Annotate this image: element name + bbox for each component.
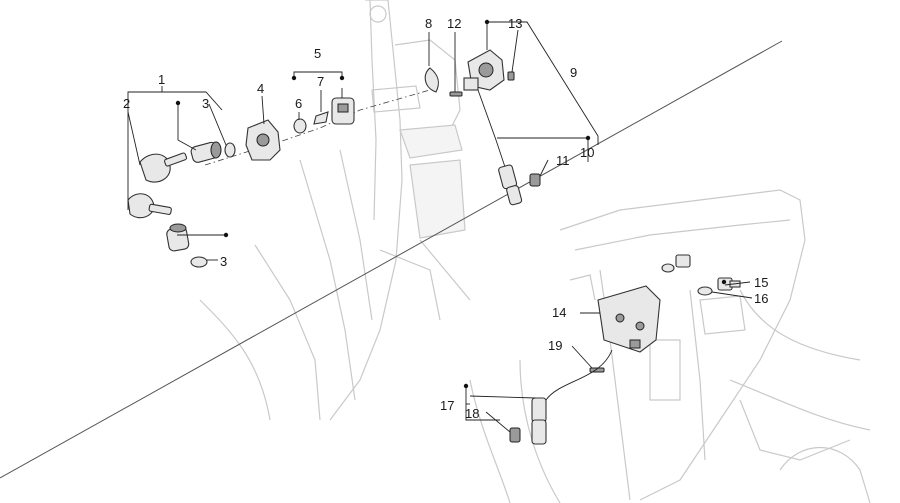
cable-clip-part-11 [529, 173, 541, 187]
callout-10: 10 [580, 145, 594, 160]
callout-bullets [175, 19, 727, 389]
callout-2: 2 [123, 96, 130, 111]
callout-8: 8 [425, 16, 432, 31]
washer-part-16 [697, 286, 713, 296]
callout-7: 7 [317, 74, 324, 89]
callout-14: 14 [552, 305, 566, 320]
callout-17: 17 [440, 398, 454, 413]
upper-bolt-and-washer [661, 254, 691, 273]
lock-cylinder-part [190, 141, 222, 163]
screw-part-12 [449, 91, 463, 97]
lower-lock-cylinder-part [166, 223, 190, 252]
callout-9: 9 [570, 65, 577, 80]
callout-leaders [127, 21, 753, 433]
callout-18: 18 [465, 406, 479, 421]
frame-background-lower [469, 189, 871, 503]
assembly-axis [204, 89, 431, 166]
washer-part-6 [293, 118, 307, 134]
callout-6: 6 [295, 96, 302, 111]
callout-5: 5 [314, 46, 321, 61]
screw-part-13 [507, 71, 515, 81]
spring-clip-part-8 [424, 67, 440, 93]
callout-11: 11 [556, 153, 570, 168]
callout-3-upper: 3 [202, 96, 209, 111]
clip-part-7 [313, 111, 329, 125]
key-set-part [127, 152, 188, 219]
lock-housing-part-4 [245, 119, 281, 161]
callout-19: 19 [548, 338, 562, 353]
callout-16: 16 [754, 291, 768, 306]
o-ring-3-lower [190, 256, 208, 268]
callout-12: 12 [447, 16, 461, 31]
seat-catch-plate-part-14 [597, 285, 661, 353]
section-separator-line [0, 40, 783, 479]
callout-15: 15 [754, 275, 768, 290]
seat-lock-actuator-part-9 [463, 49, 505, 91]
latch-body-part-5 [331, 97, 355, 125]
release-cable-part-10 [477, 89, 523, 206]
release-cable-part-17 [531, 349, 613, 445]
callout-labels: 1 2 3 3 4 5 6 7 8 9 10 11 12 13 14 15 16… [123, 16, 768, 421]
callout-1: 1 [158, 72, 165, 87]
cable-clip-part-18 [509, 427, 521, 443]
callout-3-lower: 3 [220, 254, 227, 269]
callout-13: 13 [508, 16, 522, 31]
o-ring-3-upper [224, 142, 236, 158]
frame-background-upper [199, 0, 471, 421]
callout-4: 4 [257, 81, 264, 96]
